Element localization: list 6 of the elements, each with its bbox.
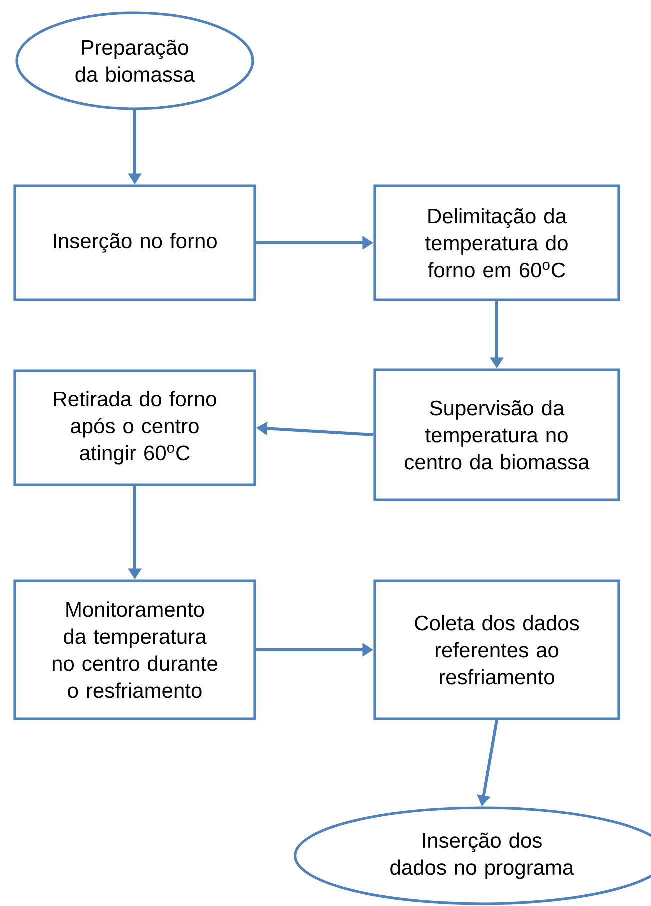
process-box: Monitoramento da temperatura no centro durante o resfriamento (14, 580, 256, 720)
process-box: Inserção no forno (14, 184, 256, 302)
process-box: Retirada do forno após o centro atingir 60$^{o}$C (14, 370, 256, 486)
process-box: Coleta dos dados referentes ao resfriamento (374, 580, 620, 720)
process-box: Supervisão da temperatura no centro da biomassa (374, 368, 620, 502)
process-box: Delimitação da temperatura do forno em 60$^{o}$C (374, 184, 620, 302)
